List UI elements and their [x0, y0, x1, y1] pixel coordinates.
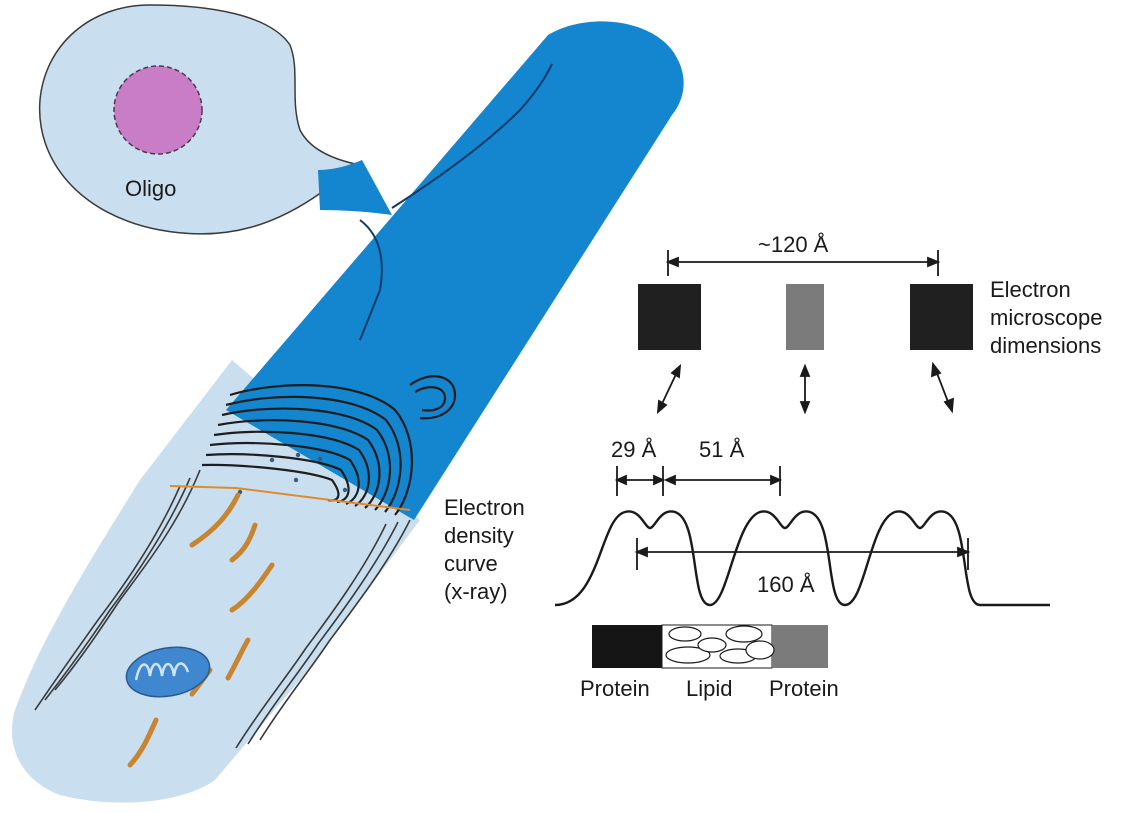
mitochondrion — [125, 646, 211, 698]
em-label-line3: dimensions — [990, 333, 1101, 358]
myelin-sheath — [226, 21, 684, 521]
nucleus — [113, 65, 203, 155]
lipid-label: Lipid — [686, 676, 732, 701]
axoplasm-particles — [237, 452, 348, 495]
intraperiod-line — [786, 284, 824, 350]
em-label-line1: Electron — [990, 277, 1071, 302]
ed-label-line1: Electron — [444, 495, 525, 520]
electron-density-curve — [554, 510, 1051, 607]
measure-29-label: 29 Å — [611, 437, 657, 462]
measure-160-arrow — [634, 538, 971, 570]
major-dense-line-left — [638, 284, 701, 350]
protein-right-label: Protein — [769, 676, 839, 701]
lamellae-trails — [34, 469, 411, 749]
measure-120-arrow — [665, 250, 941, 276]
measure-51-label: 51 Å — [699, 437, 745, 462]
section-line — [169, 485, 411, 511]
measure-160-label: 160 Å — [757, 572, 815, 597]
em-label-line2: microscope — [990, 305, 1102, 330]
oligo-label: Oligo — [125, 176, 176, 201]
ed-label-line4: (x-ray) — [444, 579, 508, 604]
ed-label-line3: curve — [444, 551, 498, 576]
ed-label-line2: density — [444, 523, 514, 548]
measure-120-label: ~120 Å — [758, 232, 829, 257]
sheath-inner-lip — [391, 63, 553, 209]
oligodendrocyte-process — [318, 160, 392, 215]
measure-29-51-arrows — [614, 466, 783, 496]
protein-left-label: Protein — [580, 676, 650, 701]
myelin-lamellae — [201, 375, 457, 516]
sheath-seam — [359, 219, 383, 341]
bilayer-strip — [592, 624, 828, 669]
major-dense-line-right — [910, 284, 973, 350]
correspondence-arrows — [656, 361, 955, 415]
axon-cytoplasm — [12, 360, 420, 803]
